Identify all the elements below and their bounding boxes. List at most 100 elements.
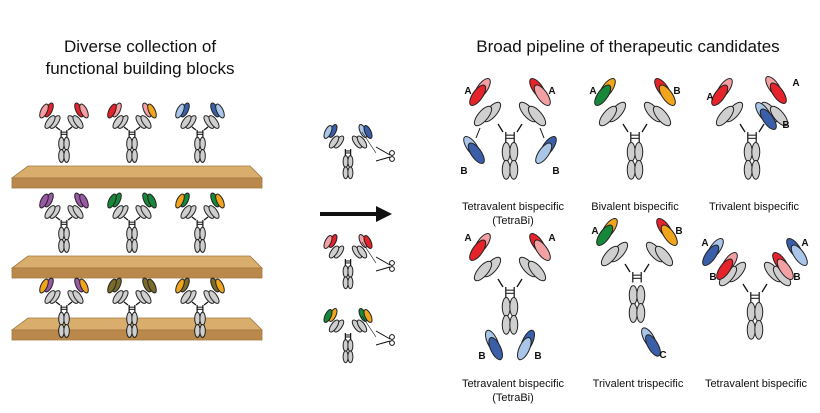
linker bbox=[123, 301, 129, 306]
domain-label: B bbox=[552, 166, 559, 177]
fc-domain bbox=[126, 311, 133, 326]
vl-domain bbox=[323, 125, 333, 139]
caption-line: (TetraBi) bbox=[492, 215, 534, 227]
format-bivalent-bispecific bbox=[594, 77, 676, 133]
fc-domain bbox=[126, 226, 133, 241]
shelf-antibody bbox=[175, 277, 225, 306]
fc-domain bbox=[131, 238, 138, 253]
variable-domain bbox=[658, 84, 676, 107]
fc-stem bbox=[58, 130, 70, 163]
domain-label: B bbox=[675, 226, 682, 237]
linker bbox=[135, 126, 141, 131]
vl-domain bbox=[79, 193, 89, 209]
caption-line: Bivalent bispecific bbox=[591, 201, 679, 213]
fc-domain bbox=[634, 142, 644, 162]
variable-domain bbox=[711, 84, 729, 107]
shelf-antibody bbox=[107, 102, 157, 131]
assembling-antibody-red bbox=[323, 234, 395, 272]
shelf-2 bbox=[10, 255, 263, 279]
scissors-blade bbox=[375, 266, 391, 272]
linker bbox=[624, 263, 631, 273]
domain-label: C bbox=[659, 350, 666, 361]
linker bbox=[135, 301, 141, 306]
shelf-antibody bbox=[107, 277, 157, 306]
fc-domain bbox=[194, 311, 201, 326]
linker bbox=[516, 278, 523, 288]
linker bbox=[203, 216, 209, 221]
fc-stem bbox=[194, 305, 206, 338]
cl-domain bbox=[180, 205, 192, 219]
domain-label: B bbox=[673, 86, 680, 97]
fc-stem bbox=[194, 220, 206, 253]
cl-domain bbox=[180, 290, 192, 304]
fc-domain bbox=[347, 350, 354, 364]
fc-domain bbox=[634, 159, 644, 180]
vl-domain bbox=[323, 309, 333, 323]
cl-domain bbox=[140, 115, 152, 129]
fc-domain bbox=[63, 238, 70, 253]
linker bbox=[67, 216, 73, 221]
cl-domain bbox=[112, 290, 124, 304]
fc-stem bbox=[342, 259, 354, 290]
cl-domain bbox=[328, 245, 340, 259]
vl-domain bbox=[39, 278, 49, 294]
format-trivalent-bispecific bbox=[711, 75, 789, 133]
domain-label: A bbox=[548, 233, 555, 244]
vl-domain bbox=[147, 193, 157, 209]
vl-domain bbox=[39, 103, 49, 119]
domain-label: B bbox=[460, 166, 467, 177]
vl-domain bbox=[39, 193, 49, 209]
caption-line: Tetravalent bispecific bbox=[461, 378, 565, 390]
linker bbox=[67, 126, 73, 131]
fc-domain bbox=[126, 136, 133, 151]
variable-domain bbox=[469, 239, 487, 262]
shelf-antibody bbox=[39, 277, 89, 306]
linker bbox=[123, 216, 129, 221]
vl-domain bbox=[363, 235, 373, 249]
fc-domain bbox=[199, 323, 206, 338]
domain-label: B bbox=[793, 272, 800, 283]
cl-domain bbox=[72, 205, 84, 219]
caption-line: Trivalent bispecific bbox=[708, 201, 800, 213]
variable-domain bbox=[769, 82, 787, 105]
cl-domain bbox=[473, 105, 493, 127]
variable-domain bbox=[776, 258, 794, 281]
caption-tetrabi-bottom: Tetravalent bispecific (TetraBi) bbox=[448, 377, 578, 405]
scissors-handle bbox=[389, 340, 395, 346]
vl-domain bbox=[107, 103, 117, 119]
fc-domain bbox=[501, 159, 511, 180]
fc-domain bbox=[628, 285, 638, 306]
caption-tetravalent-bispecific-bottom: Tetravalent bispecific bbox=[694, 377, 818, 391]
scissors-blade bbox=[375, 156, 391, 162]
shelf-front bbox=[11, 177, 263, 189]
fc-domain bbox=[131, 311, 138, 326]
fc-domain bbox=[743, 142, 753, 162]
variable-domain bbox=[469, 84, 487, 107]
vl-domain bbox=[79, 103, 89, 119]
linker bbox=[742, 283, 749, 293]
domain-label: A bbox=[792, 78, 799, 89]
assembling-antibody-blue bbox=[323, 124, 395, 162]
shelf-antibody bbox=[175, 192, 225, 221]
vl-domain bbox=[147, 103, 157, 119]
cl-domain bbox=[44, 115, 56, 129]
linker bbox=[191, 301, 197, 306]
variable-domain bbox=[535, 142, 553, 165]
fc-domain bbox=[126, 238, 133, 253]
caption-line: Trivalent trispecific bbox=[592, 378, 684, 390]
domain-label: A bbox=[464, 233, 471, 244]
shelf-antibody bbox=[175, 102, 225, 131]
shelf-antibody bbox=[39, 192, 89, 221]
caption-line: Tetravalent bispecific bbox=[461, 201, 565, 213]
fc-domain bbox=[626, 159, 636, 180]
variable-domain bbox=[533, 239, 551, 262]
fc-stem bbox=[746, 292, 764, 340]
fc-domain bbox=[501, 297, 511, 317]
cl-domain bbox=[72, 115, 84, 129]
format-trivalent-trispecific bbox=[596, 217, 678, 357]
vl-domain bbox=[215, 278, 225, 294]
fc-domain bbox=[746, 319, 756, 340]
caption-line: Tetravalent bispecific bbox=[704, 378, 808, 390]
fc-domain bbox=[63, 323, 70, 338]
